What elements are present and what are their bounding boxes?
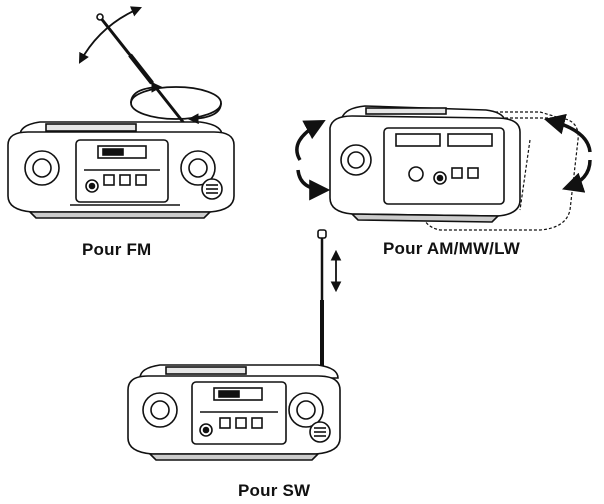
rotate-arrow-am-right xyxy=(548,120,590,188)
caption-fm: Pour FM xyxy=(82,240,151,260)
radio-am xyxy=(330,106,578,230)
caption-sw: Pour SW xyxy=(238,481,310,501)
rotate-arrow-am-left xyxy=(297,122,326,190)
caption-am-mw-lw: Pour AM/MW/LW xyxy=(383,239,520,259)
radio-sw xyxy=(128,230,340,460)
